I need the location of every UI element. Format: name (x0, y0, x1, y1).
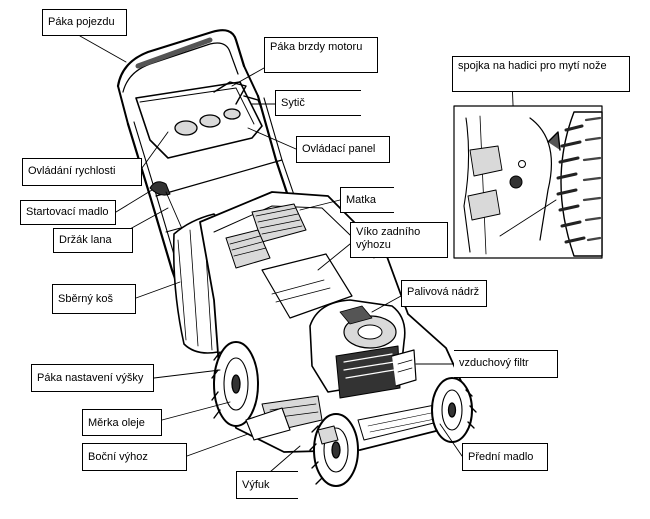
wheel-rear-left (211, 341, 259, 427)
label-starter-handle: Startovací madlo (20, 200, 116, 225)
label-side-discharge: Boční výhoz (82, 443, 187, 471)
label-rear-discharge-cover: Víko zadního výhozu (350, 222, 448, 258)
label-engine-brake-lever: Páka brzdy motoru (264, 37, 378, 73)
engine-shape (309, 299, 417, 399)
label-rope-holder: Držák lana (53, 228, 133, 253)
label-air-filter: vzduchový filtr (454, 350, 558, 378)
label-control-panel: Ovládací panel (296, 136, 390, 163)
inset-detail (453, 105, 603, 259)
label-nut: Matka (340, 187, 394, 213)
label-fuel-tank: Palivová nádrž (401, 280, 487, 307)
exhaust-shape (317, 425, 339, 445)
leader-lines (79, 35, 517, 473)
label-oil-dipstick: Měrka oleje (82, 409, 162, 436)
label-speed-control: Ovládání rychlosti (22, 158, 142, 186)
wheel-front-right (431, 377, 477, 443)
side-discharge-shape (245, 407, 291, 441)
label-choke: Sytič (275, 90, 361, 116)
label-grass-bag: Sběrný koš (52, 284, 136, 314)
label-exhaust: Výfuk (236, 471, 298, 499)
control-panel-shape (135, 81, 263, 159)
label-hose-coupling: spojka na hadici pro mytí nože (452, 56, 630, 92)
label-height-adjust-lever: Páka nastavení výšky (31, 364, 154, 392)
label-drive-lever: Páka pojezdu (42, 9, 127, 36)
label-front-handle: Přední madlo (462, 443, 548, 471)
